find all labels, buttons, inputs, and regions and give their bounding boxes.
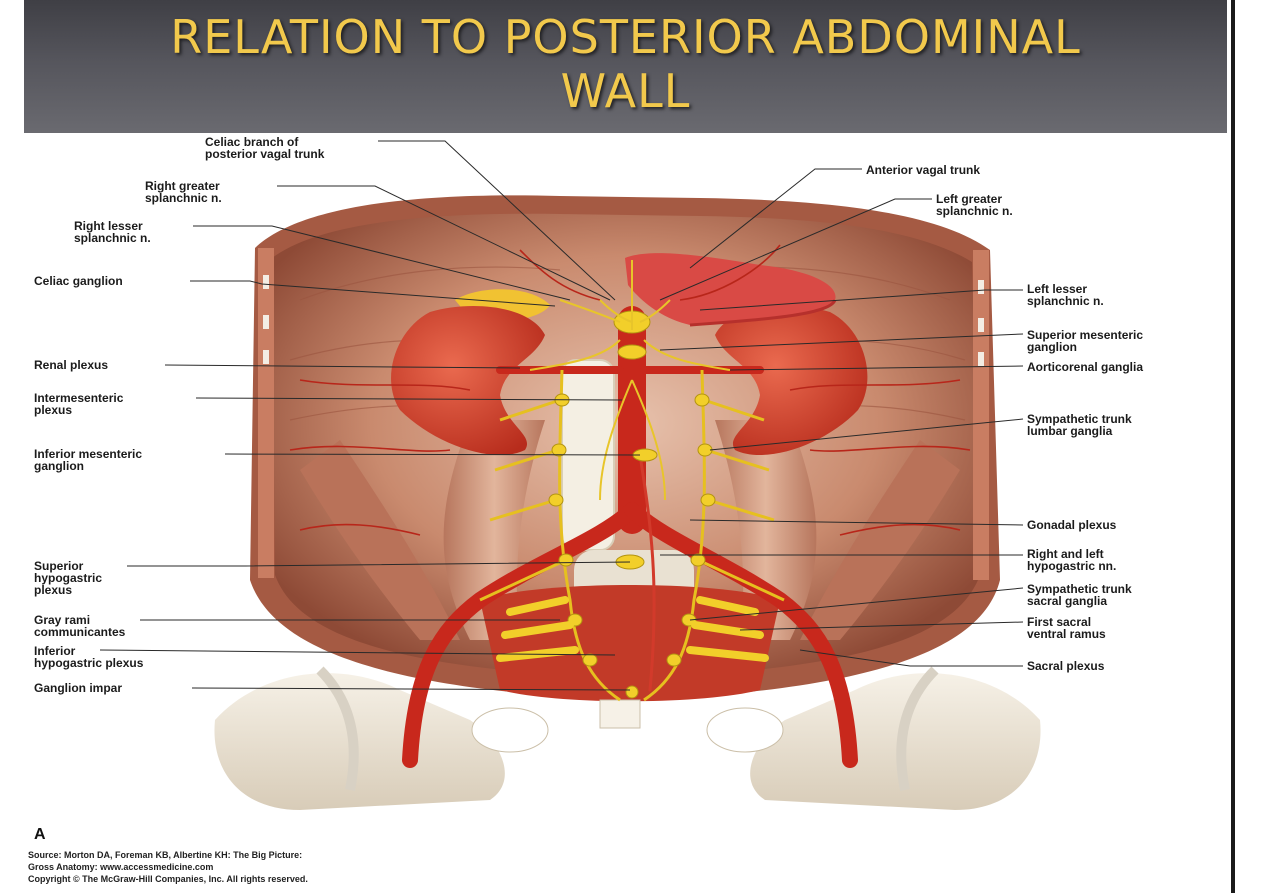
label-right-lesser-splanchnic: Right lesser splanchnic n. [74,219,151,245]
small-vessels [289,244,971,536]
label-inferior-hypogastric-plexus: Inferior hypogastric plexus [34,644,144,670]
label-superior-hypogastric-plexus: Superior hypogastric plexus [34,559,103,597]
esophagus [625,253,837,327]
label-aorticorenal-ganglia: Aorticorenal ganglia [1027,360,1144,374]
label-renal-plexus: Renal plexus [34,358,109,372]
sympathetic-ganglia [548,310,716,699]
label-intermesenteric-plexus: Intermesenteric plexus [34,391,124,417]
sympathetic-trunks [479,369,785,702]
label-right-greater-splanchnic: Right greater splanchnic n. [145,179,222,205]
credit-copyright: Copyright © The McGraw-Hill Companies, I… [28,874,308,884]
label-anterior-vagal-trunk: Anterior vagal trunk [866,163,981,177]
title-bar [24,0,1227,133]
slide-edge [1231,0,1235,893]
label-inferior-mesenteric-ganglion: Inferior mesenteric ganglion [34,447,143,473]
leader-lines [99,140,1024,691]
label-right-left-hypogastric-nn: Right and left hypogastric nn. [1027,547,1117,573]
slide-title: RELATION TO POSTERIOR ABDOMINAL WALL [170,10,1081,118]
label-celiac-branch-posterior-vagal-trunk: Celiac branch of posterior vagal trunk [205,135,325,161]
label-sympathetic-trunk-sacral-ganglia: Sympathetic trunk sacral ganglia [1027,582,1132,608]
panel-letter: A [34,826,46,843]
label-ganglion-impar: Ganglion impar [34,681,123,695]
label-gonadal-plexus: Gonadal plexus [1027,518,1117,532]
label-superior-mesenteric-ganglion: Superior mesenteric ganglion [1027,328,1144,354]
label-celiac-ganglion: Celiac ganglion [34,274,123,288]
label-gray-rami-communicantes: Gray rami communicantes [34,613,126,639]
label-left-greater-splanchnic: Left greater splanchnic n. [936,192,1013,218]
sacral-plexus [496,596,769,662]
nerve-network [529,260,731,501]
credit-source: Source: Morton DA, Foreman KB, Albertine… [28,850,303,860]
label-sacral-plexus: Sacral plexus [1027,659,1105,673]
psoas-muscles [300,420,960,640]
credit-website: Gross Anatomy: www.accessmedicine.com [28,862,214,872]
label-sympathetic-trunk-lumbar-ganglia: Sympathetic trunk lumbar ganglia [1027,412,1132,438]
pelvis [214,585,1041,810]
label-left-lesser-splanchnic: Left lesser splanchnic n. [1027,282,1104,308]
label-first-sacral-ventral-ramus: First sacral ventral ramus [1027,615,1106,641]
